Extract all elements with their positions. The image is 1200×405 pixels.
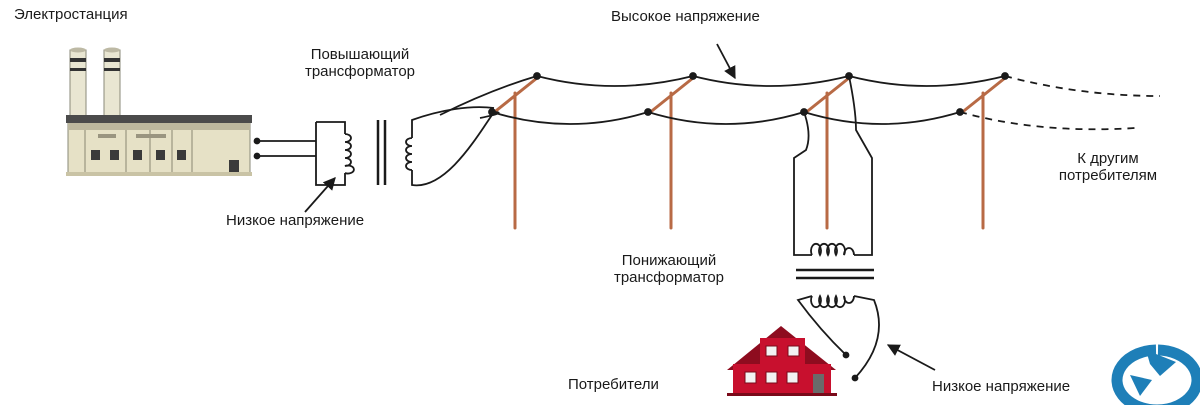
to-other-consumers-label-line1: К другим <box>1077 150 1139 167</box>
house-icon <box>727 326 837 396</box>
high-voltage-label: Высокое напряжение <box>611 8 760 25</box>
step-down-transformer-label-line1: Понижающий <box>621 252 717 269</box>
logo-icon <box>1111 344 1200 405</box>
step-down-transformer-label-line2: трансформатор <box>613 269 725 286</box>
utility-poles <box>490 76 1007 230</box>
step-up-transformer-label-line1: Повышающий <box>310 46 410 63</box>
step-down-transformer-label: Понижающий трансформатор <box>594 252 744 286</box>
power-station-label: Электростанция <box>14 6 128 23</box>
step-down-transformer <box>793 75 880 382</box>
to-other-consumers-label: К другим потребителям <box>1048 150 1168 184</box>
power-station-icon <box>66 47 252 176</box>
low-voltage-left-label: Низкое напряжение <box>226 212 365 229</box>
step-up-transformer-label: Повышающий трансформатор <box>290 46 430 80</box>
low-voltage-right-label: Низкое напряжение <box>932 378 1071 395</box>
high-voltage-lines <box>439 72 1161 131</box>
pointer-arrows <box>304 43 936 371</box>
consumers-label: Потребители <box>568 376 659 393</box>
step-up-transformer-label-line2: трансформатор <box>304 63 416 80</box>
to-other-consumers-label-line2: потребителям <box>1058 167 1158 184</box>
step-up-transformer <box>253 106 495 187</box>
